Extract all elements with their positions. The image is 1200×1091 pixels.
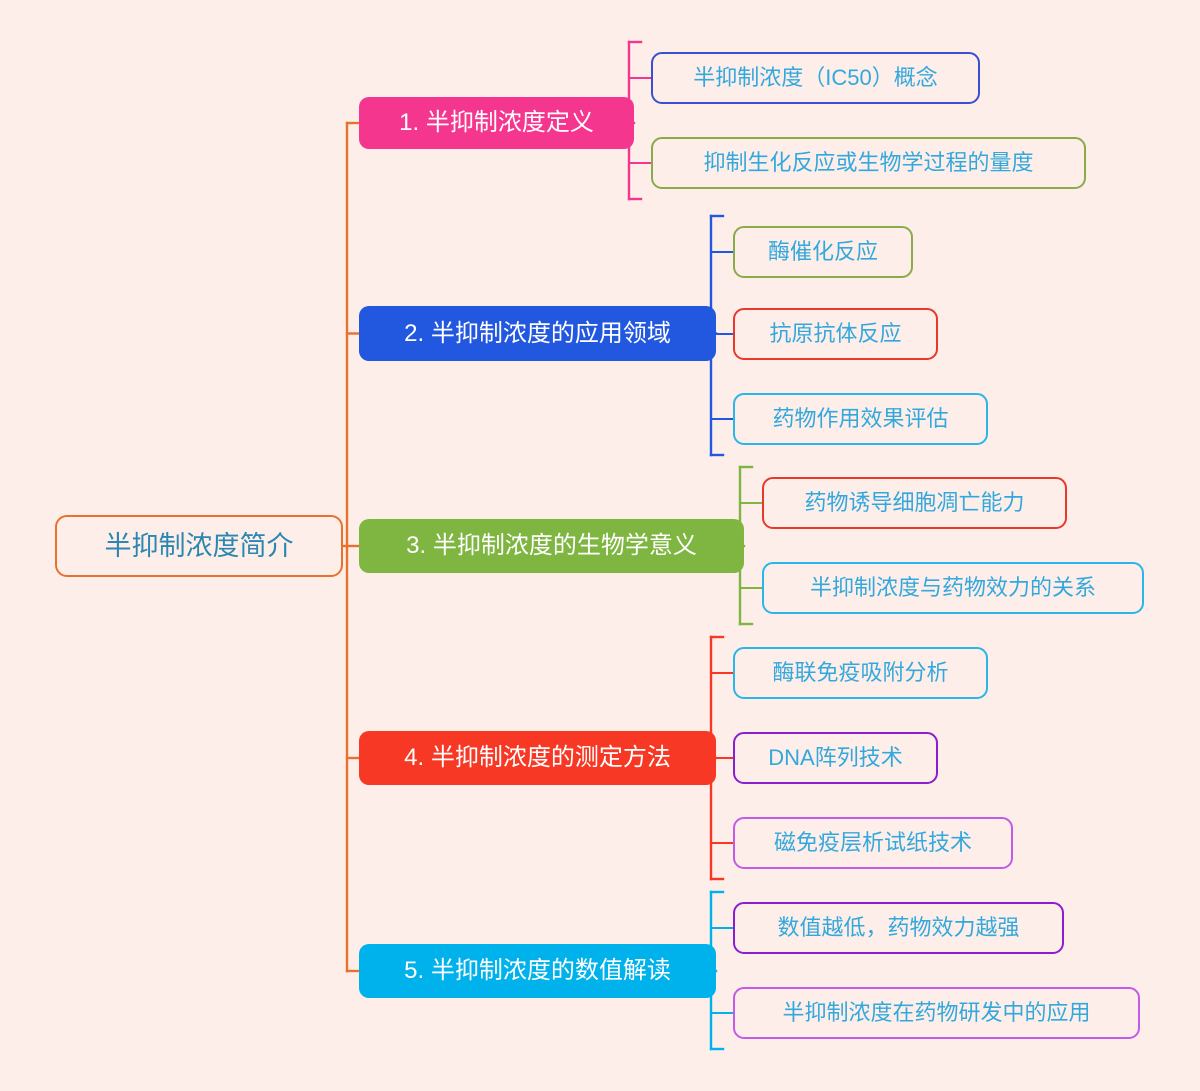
leaf-node-b2-3[interactable]: 药物作用效果评估 — [733, 393, 988, 445]
leaf-node-b2-1[interactable]: 酶催化反应 — [733, 226, 913, 278]
branch-node-4[interactable]: 4. 半抑制浓度的测定方法 — [359, 731, 716, 785]
branch-node-2[interactable]: 2. 半抑制浓度的应用领域 — [359, 306, 716, 361]
branch-node-2-label: 2. 半抑制浓度的应用领域 — [404, 319, 671, 347]
leaf-node-b1-2[interactable]: 抑制生化反应或生物学过程的量度 — [651, 137, 1086, 189]
leaf-node-b5-1[interactable]: 数值越低，药物效力越强 — [733, 902, 1064, 954]
leaf-node-b2-2-label: 抗原抗体反应 — [769, 321, 902, 346]
branch-node-3-label: 3. 半抑制浓度的生物学意义 — [406, 532, 697, 559]
leaf-node-b1-1[interactable]: 半抑制浓度（IC50）概念 — [651, 52, 980, 104]
leaf-node-b4-2[interactable]: DNA阵列技术 — [733, 732, 938, 784]
leaf-node-b3-1-label: 药物诱导细胞凋亡能力 — [804, 490, 1025, 515]
leaf-node-b3-2[interactable]: 半抑制浓度与药物效力的关系 — [762, 562, 1144, 614]
leaf-node-b4-2-label: DNA阵列技术 — [768, 745, 903, 770]
branch-node-3[interactable]: 3. 半抑制浓度的生物学意义 — [359, 519, 744, 573]
leaf-node-b2-2[interactable]: 抗原抗体反应 — [733, 308, 938, 360]
branch-node-1-label: 1. 半抑制浓度定义 — [399, 109, 594, 136]
leaf-node-b4-1[interactable]: 酶联免疫吸附分析 — [733, 647, 988, 699]
leaf-node-b5-2[interactable]: 半抑制浓度在药物研发中的应用 — [733, 987, 1140, 1039]
branch-node-5[interactable]: 5. 半抑制浓度的数值解读 — [359, 944, 716, 998]
branch-node-1[interactable]: 1. 半抑制浓度定义 — [359, 97, 634, 149]
leaf-node-b3-1[interactable]: 药物诱导细胞凋亡能力 — [762, 477, 1067, 529]
leaf-node-b4-1-label: 酶联免疫吸附分析 — [772, 660, 949, 685]
leaf-node-b3-2-label: 半抑制浓度与药物效力的关系 — [809, 575, 1096, 600]
leaf-node-b4-3-label: 磁免疫层析试纸技术 — [773, 830, 972, 855]
leaf-node-b1-2-label: 抑制生化反应或生物学过程的量度 — [703, 150, 1034, 175]
leaf-node-b2-1-label: 酶催化反应 — [767, 239, 878, 264]
leaf-node-b4-3[interactable]: 磁免疫层析试纸技术 — [733, 817, 1013, 869]
leaf-node-b2-3-label: 药物作用效果评估 — [772, 406, 949, 431]
branch-node-4-label: 4. 半抑制浓度的测定方法 — [404, 744, 671, 771]
leaf-node-b5-1-label: 数值越低，药物效力越强 — [777, 915, 1020, 940]
branch-node-5-label: 5. 半抑制浓度的数值解读 — [404, 957, 671, 984]
leaf-node-b5-2-label: 半抑制浓度在药物研发中的应用 — [782, 1000, 1091, 1025]
leaf-node-b1-1-label: 半抑制浓度（IC50）概念 — [693, 65, 938, 90]
root-node[interactable]: 半抑制浓度简介 — [55, 515, 343, 577]
root-node-label: 半抑制浓度简介 — [104, 530, 294, 561]
